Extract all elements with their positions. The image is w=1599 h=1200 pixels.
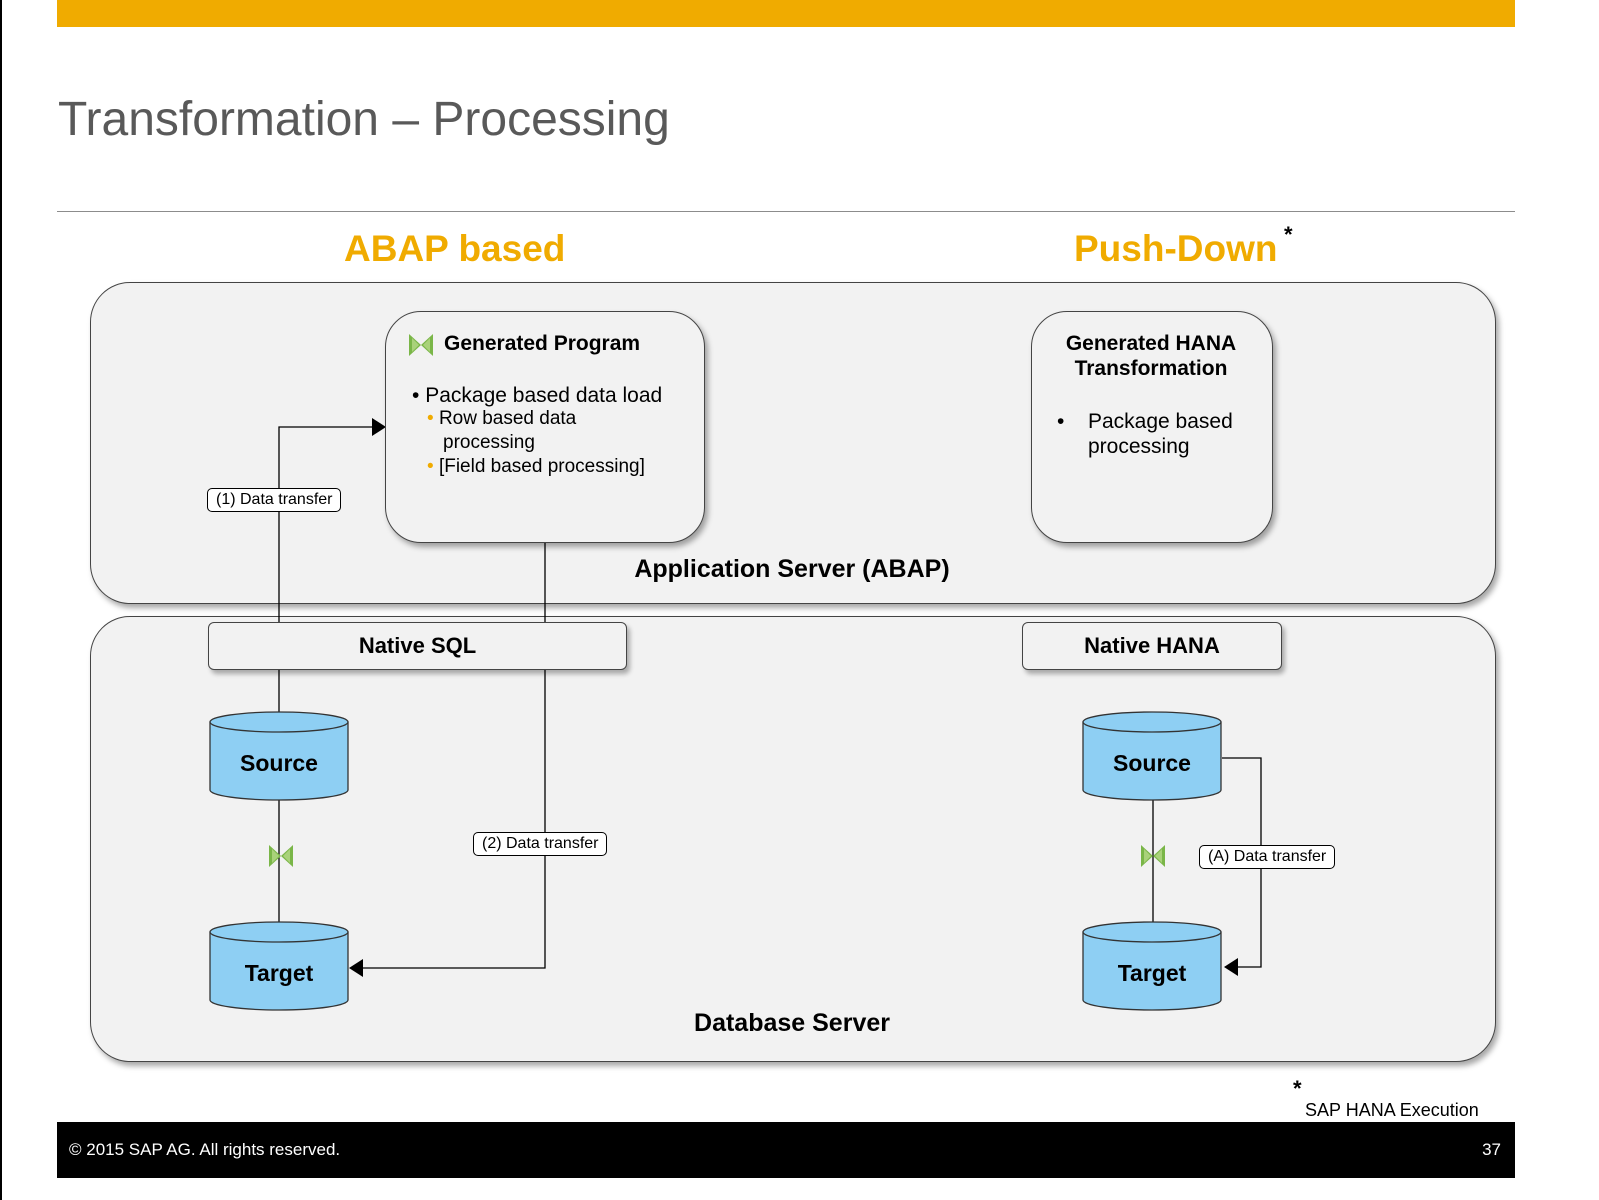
heading-footnote-mark: * — [1284, 222, 1293, 247]
arrow-to-right-target — [1224, 958, 1238, 976]
bullet-dot: • — [412, 384, 420, 407]
right-target-label: Target — [1117, 960, 1187, 986]
transform-icon — [409, 334, 433, 356]
arrow-to-program — [372, 418, 386, 436]
program-bullet: • Package based data load — [412, 384, 662, 408]
data-transfer-a-label: (A) Data transfer — [1199, 845, 1336, 869]
data-transfer-1-label: (1) Data transfer — [207, 488, 342, 512]
program-sub-bullet-text: [Field based processing] — [438, 456, 645, 477]
transform-icon — [269, 845, 293, 867]
transform-icon — [1141, 845, 1165, 867]
data-transfer-2-label: (2) Data transfer — [473, 832, 608, 856]
program-bullet-text: Package based data load — [425, 384, 663, 407]
left-source-label: Source — [240, 750, 318, 776]
sub-bullet-dot: • — [427, 408, 434, 429]
slide-left-edge — [0, 0, 2, 1200]
heading-abap-based: ABAP based — [344, 228, 566, 269]
generated-program-title: Generated Program — [444, 332, 641, 355]
program-sub-bullet-2: • [Field based processing] — [427, 456, 645, 478]
right-target-cylinder — [1082, 921, 1222, 1011]
hana-bullet-dot: • — [1057, 410, 1065, 433]
left-target-cylinder — [209, 921, 349, 1011]
footnote-mark: * — [1293, 1076, 1302, 1101]
footnote-text: SAP HANA Execution — [1305, 1100, 1479, 1120]
generated-hana-card — [1031, 311, 1273, 543]
native-hana-bar: Native HANA — [1022, 622, 1282, 670]
hana-card-title-line2: Transformation — [1074, 357, 1228, 380]
left-target-label: Target — [244, 960, 314, 986]
top-accent-bar — [57, 0, 1515, 27]
program-sub-bullet-text: Row based data — [438, 408, 577, 429]
hana-card-title-line1: Generated HANA — [1065, 332, 1237, 355]
footer-page-number: 37 — [1482, 1140, 1501, 1159]
title-divider — [57, 211, 1515, 212]
right-source-label: Source — [1113, 750, 1191, 776]
right-source-cylinder — [1082, 711, 1222, 801]
program-sub-bullet-1-cont: processing — [443, 432, 535, 453]
hana-bullet-line2: processing — [1088, 435, 1190, 458]
arrow-to-left-target — [349, 959, 363, 977]
database-server-label: Database Server — [694, 1009, 890, 1037]
left-source-cylinder — [209, 711, 349, 801]
program-sub-bullet-1: • Row based data — [427, 408, 576, 430]
footer-copyright: © 2015 SAP AG. All rights reserved. — [69, 1140, 341, 1159]
hana-bullet-line1: Package based — [1088, 410, 1233, 433]
generated-program-card — [385, 311, 705, 543]
heading-push-down: Push-Down — [1074, 228, 1278, 269]
native-sql-bar: Native SQL — [208, 622, 627, 670]
sub-bullet-dot: • — [427, 456, 434, 477]
application-server-label: Application Server (ABAP) — [634, 555, 950, 583]
footer-bar: © 2015 SAP AG. All rights reserved. 37 — [57, 1122, 1515, 1178]
slide-title: Transformation – Processing — [58, 93, 670, 146]
